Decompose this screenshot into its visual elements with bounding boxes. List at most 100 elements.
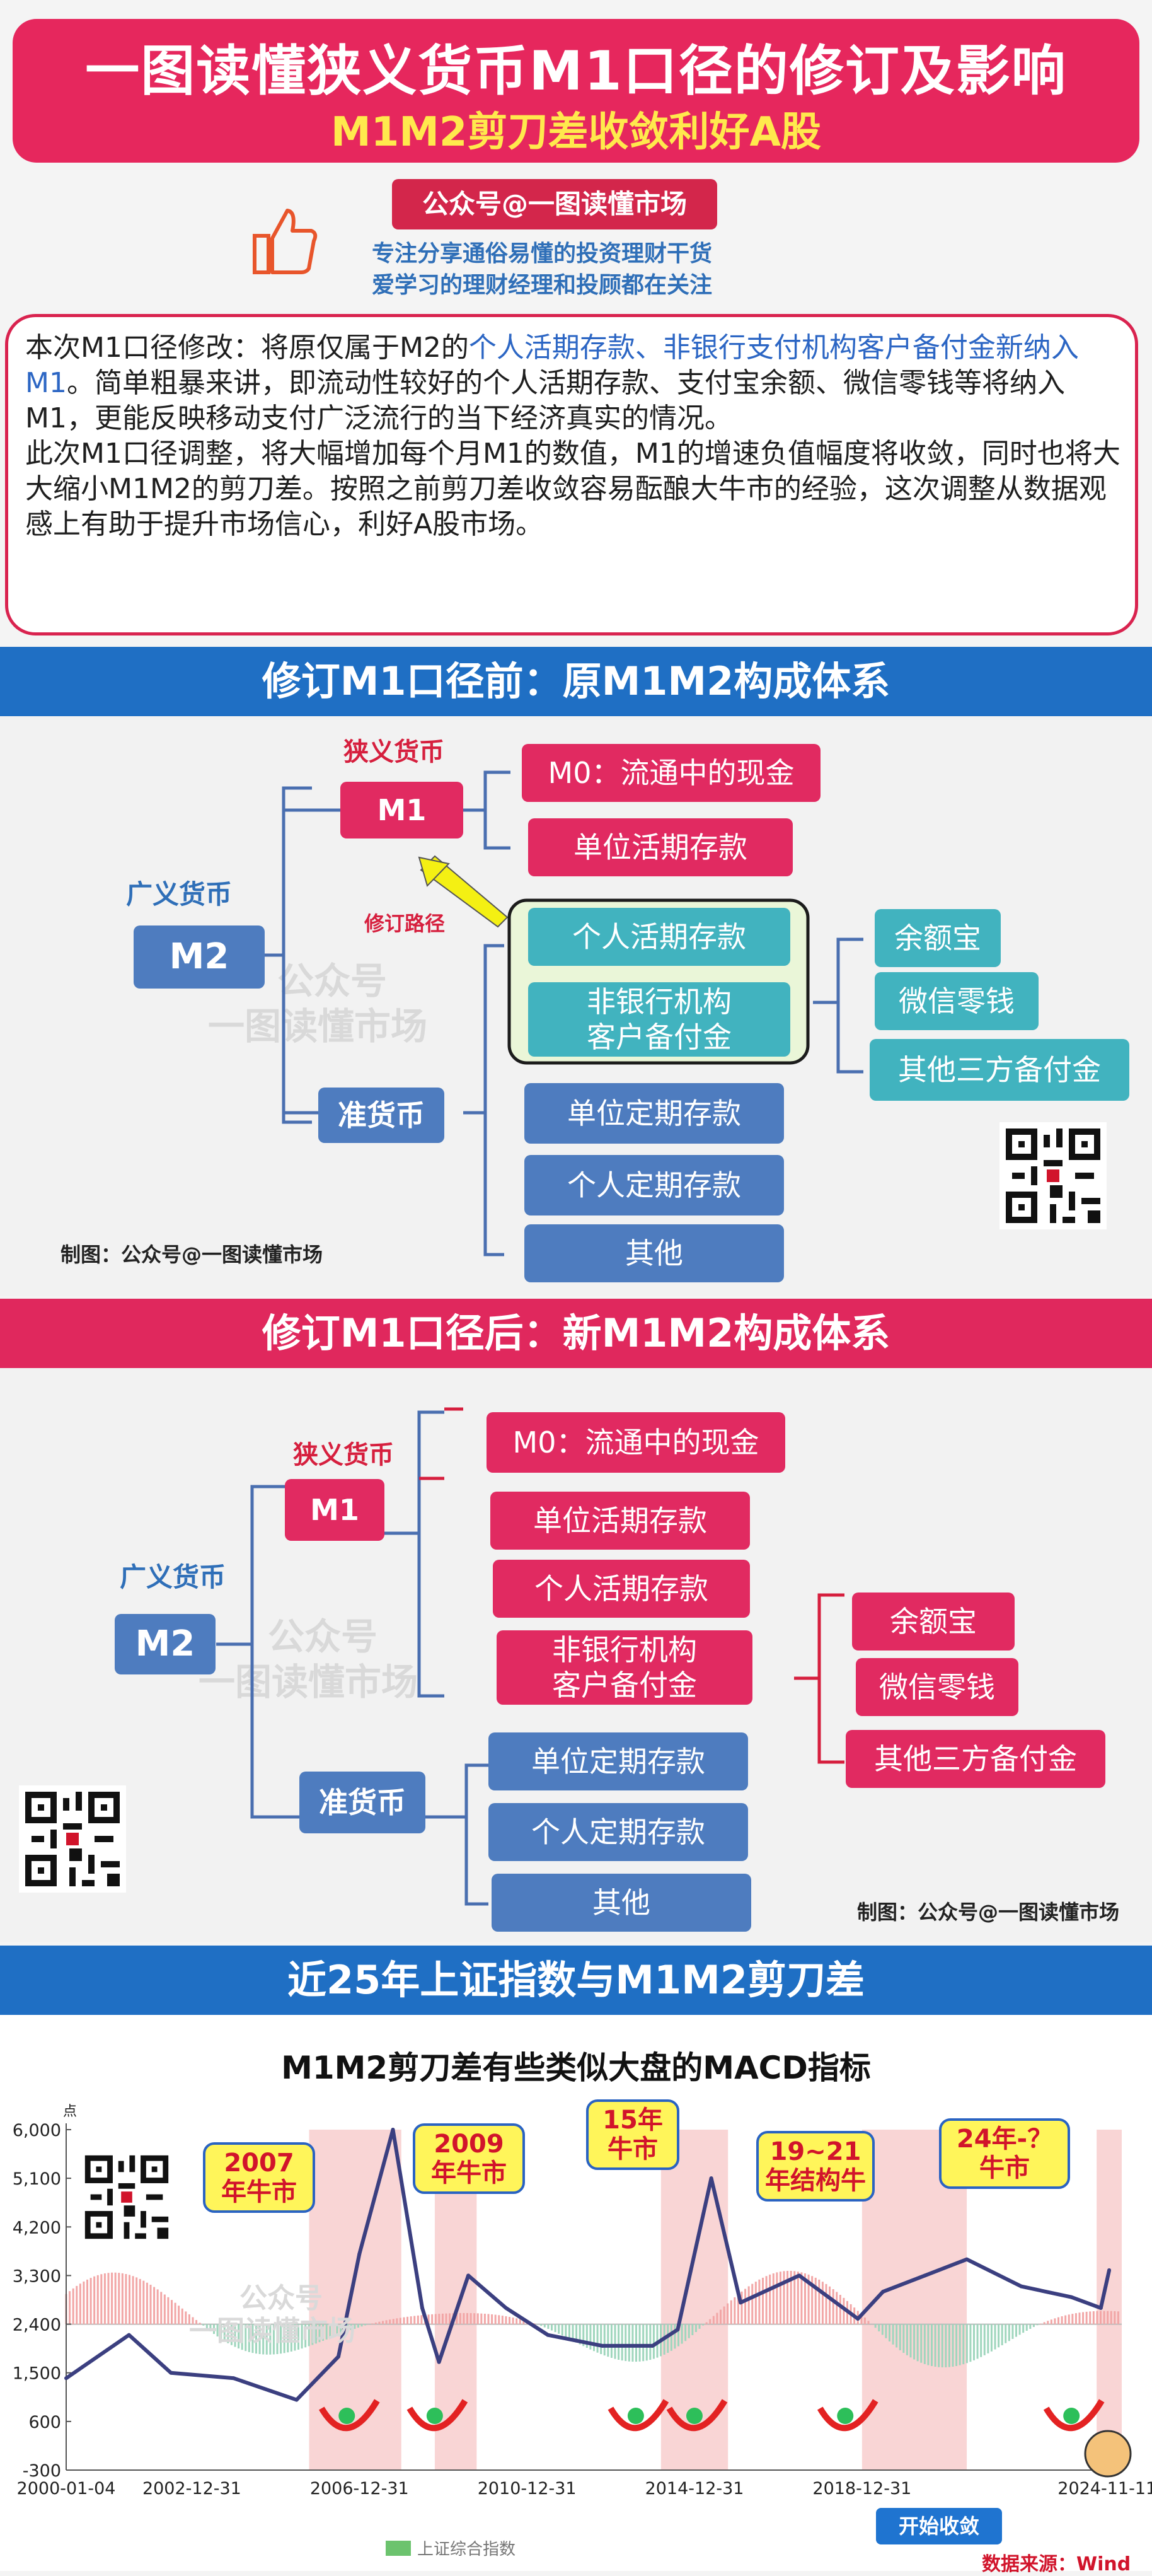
chart-title: M1M2剪刀差有些类似大盘的MACD指标 (281, 2050, 871, 2086)
y-tick-label: 5,100 (13, 2169, 61, 2189)
account-badge[interactable]: 公众号@一图读懂市场 (392, 179, 717, 229)
node-personal-demand: 个人活期存款 (528, 908, 790, 966)
node-wechat-balance: 微信零钱 (875, 972, 1039, 1030)
qr-code-chart[interactable] (79, 2150, 174, 2244)
page-subtitle: M1M2剪刀差收敛利好A股 (331, 109, 821, 156)
convergence-dot (1063, 2408, 1080, 2424)
node-wechat-balance: 微信零钱 (856, 1658, 1018, 1716)
node-yuebao: 余额宝 (852, 1593, 1015, 1651)
start-converging-label: 开始收敛 (876, 2508, 1002, 2544)
node-corp-demand: 单位活期存款 (490, 1492, 750, 1550)
node-corp-demand: 单位活期存款 (528, 818, 793, 876)
section-banner-before: 修订M1口径前：原M1M2构成体系 (0, 647, 1152, 716)
callout-2024: 24年-？牛市 (939, 2118, 1070, 2189)
label-revision-path: 修订路径 (364, 912, 446, 936)
section-banner-after: 修订M1口径后：新M1M2构成体系 (0, 1299, 1152, 1368)
qr-code-after[interactable] (19, 1785, 126, 1893)
intro-paragraph-1: 本次M1口径修改：将原仅属于M2的个人活期存款、非银行支付机构客户备付金新纳入M… (25, 330, 1122, 436)
callout-2015: 15年牛市 (586, 2099, 679, 2170)
node-quasi-money: 准货币 (299, 1772, 425, 1833)
x-tick-label: 2018-12-31 (812, 2479, 911, 2498)
convergence-arrow (666, 2399, 728, 2432)
intro-p1-highlight: 个人活期存款、非银行支付机构客户备付金新纳入M1 (25, 332, 1079, 399)
y-tick-label: -300 (23, 2461, 61, 2481)
x-tick-label: 2014-12-31 (645, 2479, 744, 2498)
credit-before: 制图：公众号@一图读懂市场 (60, 1243, 323, 1267)
watermark-line-2: 一图读懂市场 (189, 2315, 355, 2347)
series-point (965, 2257, 969, 2261)
data-source: 数据来源：Wind (982, 2553, 1131, 2575)
slogan-line-1: 专注分享通俗易懂的投资理财干货 (372, 241, 713, 267)
y-axis-unit: 点 (63, 2104, 77, 2120)
series-point (1107, 2268, 1112, 2272)
credit-after: 制图：公众号@一图读懂市场 (857, 1900, 1120, 1924)
convergence-dot (627, 2408, 644, 2424)
chart-watermark-left: 公众号 一图读懂市场 (189, 2282, 355, 2348)
series-point (650, 2343, 655, 2348)
hand-pointer-icon (1084, 2430, 1132, 2478)
series-point (169, 2370, 173, 2375)
convergence-dot (338, 2408, 355, 2424)
x-tick-label: 2010-12-31 (478, 2479, 577, 2498)
watermark-line-2: 一图读懂市场 (208, 1005, 428, 1048)
intro-paragraph-2: 此次M1口径调整，将大幅增加每个月M1的数值，M1的增速负值幅度将收敛，同时也将… (25, 438, 1120, 540)
watermark-line-2: 一图读懂市场 (199, 1661, 418, 1703)
y-tick-label: 4,200 (13, 2218, 61, 2237)
qr-pattern (84, 2155, 169, 2239)
y-tick-label: 2,400 (13, 2316, 61, 2335)
qr-code-before[interactable] (999, 1122, 1107, 1229)
node-nonbank-reserve: 非银行机构 客户备付金 (528, 982, 790, 1057)
node-personal-time: 个人定期存款 (488, 1803, 748, 1861)
x-tick-label: 2006-12-31 (310, 2479, 409, 2498)
series-point (923, 2273, 927, 2278)
node-m2: M2 (134, 925, 265, 989)
convergence-dot (686, 2408, 703, 2424)
series-point (676, 2328, 680, 2332)
node-corp-time: 单位定期存款 (488, 1732, 748, 1790)
series-point (881, 2290, 885, 2294)
series-point (466, 2273, 471, 2278)
node-other: 其他 (492, 1874, 751, 1932)
series-point (231, 2376, 236, 2381)
label-broad-money: 广义货币 (126, 879, 233, 910)
series-point (600, 2343, 604, 2348)
node-yuebao: 余额宝 (875, 909, 1001, 967)
node-quasi-money: 准货币 (318, 1088, 444, 1143)
node-personal-time: 个人定期存款 (524, 1155, 784, 1215)
series-point (504, 2306, 508, 2310)
node-nonbank-line-2: 客户备付金 (587, 1020, 732, 1054)
series-point (337, 2355, 341, 2358)
y-tick-label: 600 (28, 2413, 61, 2432)
node-corp-time: 单位定期存款 (524, 1083, 784, 1144)
series-point (1098, 2306, 1103, 2310)
node-nonbank-line-2: 客户备付金 (552, 1668, 697, 1702)
callout-2007: 2007年牛市 (203, 2142, 315, 2213)
node-nonbank-reserve: 非银行机构 客户备付金 (497, 1630, 752, 1705)
legend-label: 上证综合指数 (417, 2540, 516, 2559)
slogan-line-2: 爱学习的理财经理和投顾都在关注 (372, 272, 713, 298)
label-narrow-money: 狭义货币 (293, 1441, 394, 1470)
intro-p1-rest: 。简单粗暴来讲，即流动性较好的个人活期存款、支付宝余额、微信零钱等将纳入M1，更… (25, 367, 1065, 434)
series-point (856, 2317, 860, 2321)
y-tick-label: 1,500 (13, 2364, 61, 2384)
convergence-dot (837, 2408, 854, 2424)
thumbs-up-icon (251, 203, 320, 279)
callout-2019-2021: 19~21年结构牛 (756, 2131, 875, 2202)
callout-2009: 2009年牛市 (413, 2123, 525, 2194)
y-tick-label: 6,000 (13, 2121, 61, 2140)
section-banner-chart: 近25年上证指数与M1M2剪刀差 (0, 1946, 1152, 2015)
series-point (437, 2360, 441, 2364)
series-point (294, 2398, 299, 2402)
page-title: 一图读懂狭义货币M1口径的修订及影响 (85, 40, 1067, 103)
watermark-line-1: 公众号 (277, 960, 388, 1002)
series-point (797, 2273, 802, 2278)
legend-swatch (386, 2541, 411, 2556)
y-tick-label: 3,300 (13, 2266, 61, 2286)
x-tick-label: 2002-12-31 (142, 2479, 241, 2498)
qr-pattern (1006, 1128, 1100, 1223)
intro-box (5, 314, 1138, 635)
watermark-line-1: 公众号 (268, 1615, 378, 1658)
node-m1: M1 (340, 782, 463, 838)
node-personal-demand: 个人活期存款 (493, 1560, 750, 1618)
